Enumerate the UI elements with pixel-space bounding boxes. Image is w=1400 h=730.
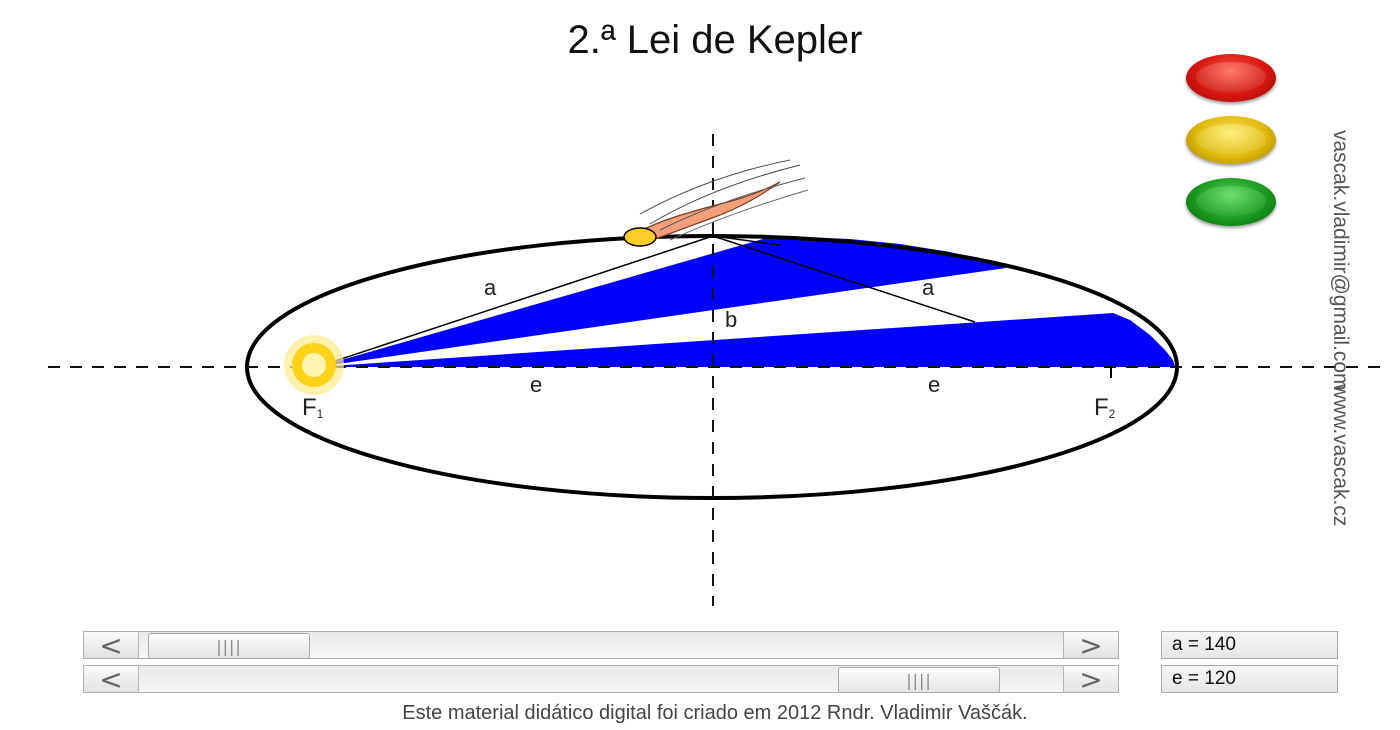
label-e-right: e (928, 372, 940, 397)
label-a-left: a (484, 275, 497, 300)
line-a-right-2 (712, 235, 781, 246)
e-scroll-right-button[interactable]: > (1063, 663, 1118, 696)
author-email: vascak.vladimir@gmail.com (1329, 130, 1352, 391)
e-value-field: e = 120 (1161, 665, 1338, 693)
a-scroll-thumb[interactable]: |||| (148, 633, 310, 659)
sun-icon (284, 335, 344, 395)
line-a-left (316, 235, 714, 368)
a-scroll-right-button[interactable]: > (1063, 629, 1118, 662)
swept-area-sector-1 (317, 237, 1006, 367)
website-url: www.vascak.cz (1329, 384, 1352, 527)
label-f1: F1 (302, 394, 324, 421)
a-scrollbar[interactable]: < |||| > (83, 629, 1119, 662)
label-f2: F2 (1094, 394, 1116, 421)
swept-area-sector-2 (317, 313, 1175, 367)
page-title: 2.ª Lei de Kepler (567, 18, 863, 62)
green-light-button[interactable] (1186, 178, 1276, 226)
e-scrollbar[interactable]: < |||| > (83, 663, 1119, 696)
red-light-button[interactable] (1186, 54, 1276, 102)
a-scroll-left-button[interactable]: < (84, 629, 139, 662)
line-a-right (712, 235, 976, 323)
yellow-light-button[interactable] (1186, 116, 1276, 164)
footer-credit: Este material didático digital foi criad… (402, 702, 1028, 724)
label-a-right: a (922, 275, 935, 300)
label-b: b (725, 307, 737, 332)
comet-icon (623, 159, 809, 247)
e-scroll-thumb[interactable]: |||| (838, 667, 1000, 693)
a-value-field: a = 140 (1161, 631, 1338, 659)
e-scroll-left-button[interactable]: < (84, 663, 139, 696)
label-e-left: e (530, 372, 542, 397)
